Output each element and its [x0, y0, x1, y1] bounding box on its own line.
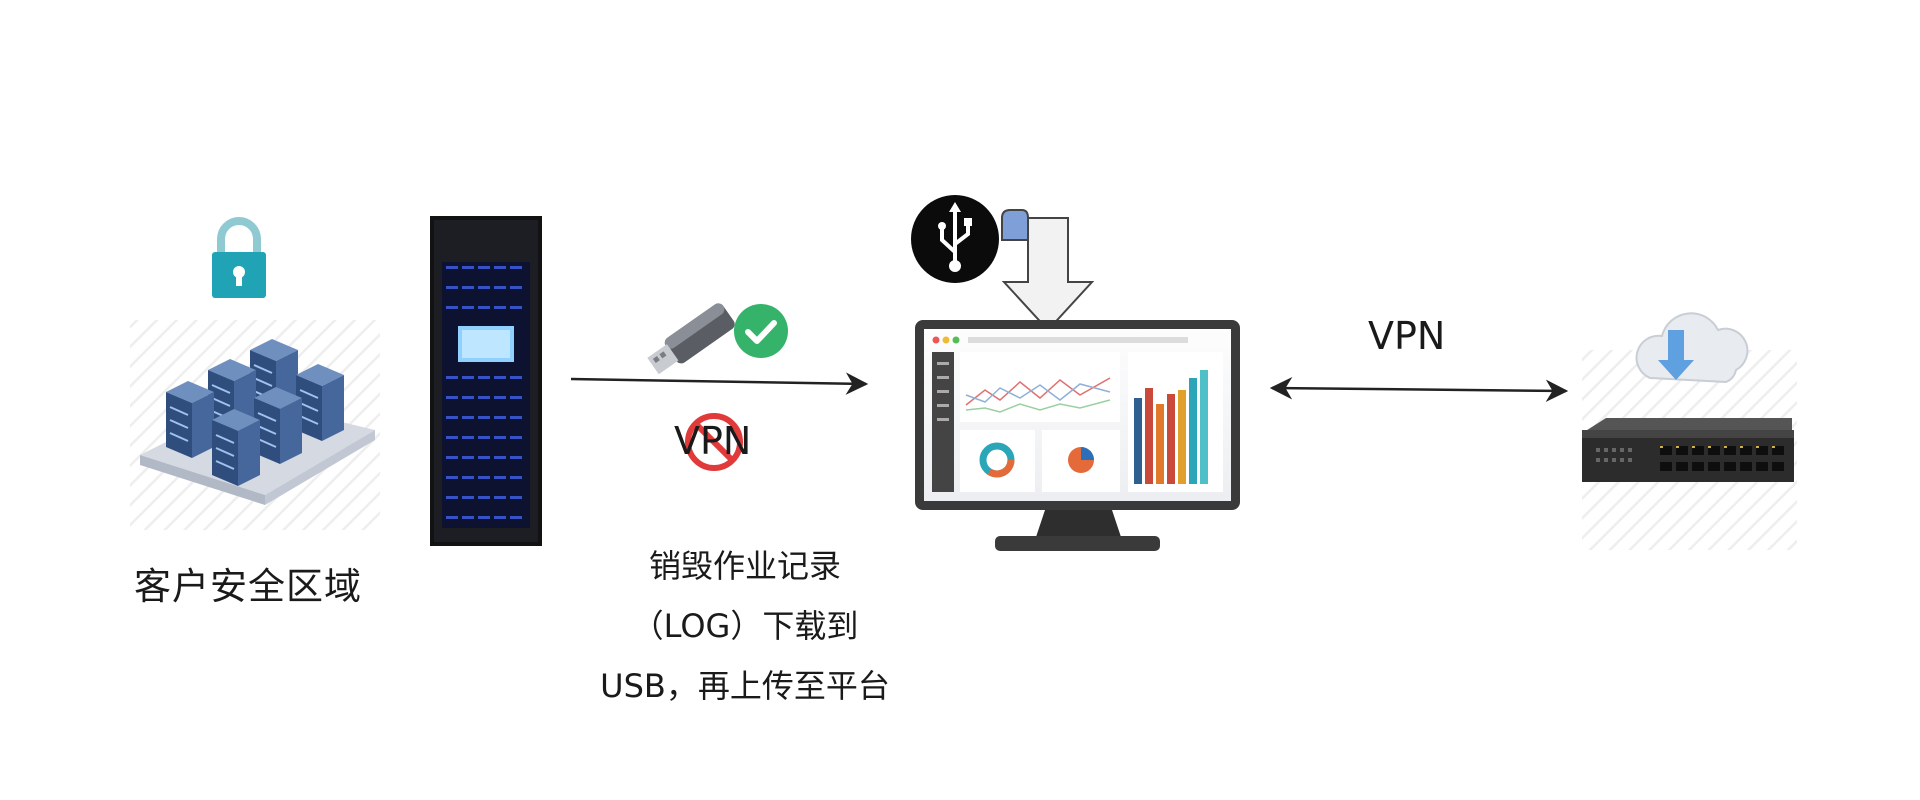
network-switch-cloud-icon — [1582, 312, 1797, 550]
description-line: 销毁作业记录 — [648, 547, 841, 585]
upload-down-arrow-icon — [1001, 209, 1095, 332]
description-line: （LOG）下载到 — [631, 607, 859, 645]
monitor-dashboard-icon — [915, 320, 1240, 551]
server-rack-icon — [430, 216, 542, 546]
server-cluster-lock-icon — [130, 217, 380, 530]
cloud-download-icon — [1635, 312, 1749, 384]
online-arrow — [1269, 376, 1569, 403]
dashboard-bars — [1134, 370, 1208, 484]
offline-arrow — [570, 372, 869, 395]
usb-drive-check-icon — [647, 303, 788, 375]
description-line: USB，再上传至平台 — [600, 667, 890, 705]
lock-icon — [212, 217, 266, 298]
online-vpn-label: VPN — [1368, 314, 1446, 358]
customer-zone-label: 客户安全区域 — [134, 565, 362, 608]
server-units — [166, 339, 344, 486]
offline-link-description: 销毁作业记录 （LOG）下载到 USB，再上传至平台 — [580, 536, 910, 716]
prohibit-icon — [685, 413, 743, 471]
offline-vpn-label: VPN — [674, 419, 752, 463]
usb-symbol-icon — [911, 195, 999, 283]
